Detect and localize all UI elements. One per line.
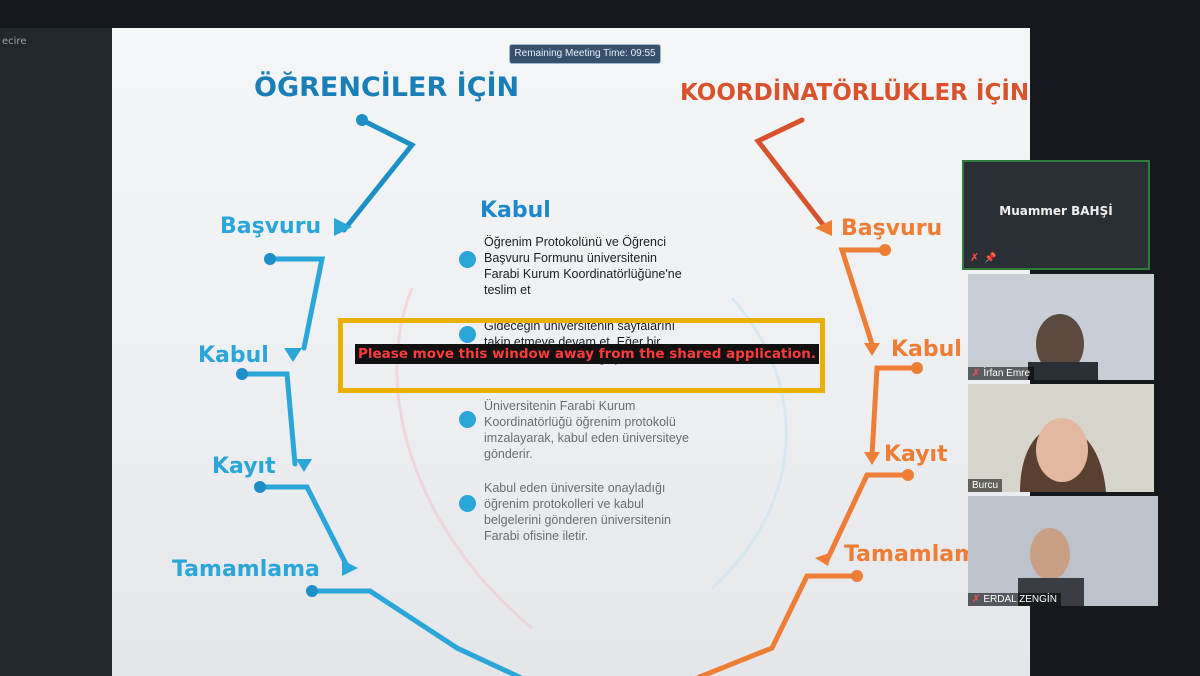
- remaining-time-badge: Remaining Meeting Time: 09:55: [509, 44, 661, 64]
- participant-tile-burcu[interactable]: Burcu: [968, 384, 1154, 492]
- left-screen-area: [0, 28, 112, 676]
- right-stage-kabul: Kabul: [891, 337, 962, 362]
- right-node: [879, 244, 891, 256]
- participant-name: Muammer BAHŞİ: [999, 204, 1113, 218]
- left-arrowhead: [284, 348, 302, 362]
- right-cycle-path: [695, 117, 920, 676]
- mic-muted-icon: ✗: [972, 594, 981, 605]
- participant-name: Burcu: [972, 480, 999, 491]
- participant-video: [968, 384, 1154, 492]
- participant-label: ✗İrfan Emre: [968, 367, 1035, 380]
- right-stage-kayit: Kayıt: [884, 442, 948, 467]
- participant-video: [968, 274, 1154, 380]
- bullet-dot: [459, 251, 476, 268]
- mic-muted-icon: ✗: [972, 368, 981, 379]
- participant-tile-muammer[interactable]: Muammer BAHŞİ ✗ 📌: [962, 160, 1150, 270]
- left-node: [356, 114, 368, 126]
- left-stage-kabul: Kabul: [198, 343, 269, 368]
- corner-text: ecire: [2, 36, 27, 47]
- participant-label: ✗ERDAL ZENGİN: [968, 593, 1061, 606]
- right-arrowhead: [815, 552, 832, 566]
- top-bar: [0, 0, 1200, 28]
- content-title: Kabul: [480, 198, 551, 223]
- participant-tile-erdal[interactable]: ✗ERDAL ZENGİN: [968, 496, 1158, 606]
- participant-name: İrfan Emre: [983, 368, 1031, 379]
- shared-slide: ÖĞRENCİLER İÇİN KOORDİNATÖRLÜKLER İÇİN B…: [112, 28, 1030, 676]
- bullet-dot: [459, 495, 476, 512]
- right-arrowhead: [864, 452, 880, 465]
- bullet-dot: [459, 326, 476, 343]
- right-stage-basvuru: Başvuru: [841, 216, 943, 241]
- right-node: [902, 469, 914, 481]
- participant-tile-irfan[interactable]: ✗İrfan Emre: [968, 274, 1154, 380]
- left-node: [264, 253, 276, 265]
- left-stage-kayit: Kayıt: [212, 454, 276, 479]
- bullet-text-3: Üniversitenin Farabi Kurum Koordinatörlü…: [484, 399, 689, 461]
- left-node: [236, 368, 248, 380]
- left-stage-basvuru: Başvuru: [220, 214, 322, 239]
- mic-muted-icon: ✗: [970, 251, 980, 264]
- bullet-dot: [459, 411, 476, 428]
- right-node: [851, 570, 863, 582]
- participant-name: ERDAL ZENGİN: [983, 594, 1057, 605]
- warning-message: Please move this window away from the sh…: [355, 344, 820, 364]
- warning-box: [338, 318, 825, 393]
- students-heading: ÖĞRENCİLER İÇİN: [254, 72, 520, 103]
- participant-video: [968, 496, 1158, 606]
- left-node: [254, 481, 266, 493]
- pin-icon: 📌: [984, 253, 997, 264]
- left-arrowhead: [334, 218, 352, 236]
- left-node: [306, 585, 318, 597]
- bullet-text-4: Kabul eden üniversite onayladığı öğrenim…: [484, 481, 671, 543]
- right-stage-tamamlama: Tamamlam: [844, 542, 978, 567]
- left-arrowhead: [296, 459, 312, 472]
- left-stage-tamamlama: Tamamlama: [172, 557, 320, 582]
- left-cycle-path: [239, 117, 523, 676]
- participant-label: Burcu: [968, 479, 1003, 492]
- cycle-diagram: [236, 114, 923, 676]
- coordinators-heading: KOORDİNATÖRLÜKLER İÇİN: [680, 80, 1030, 106]
- left-arrowhead: [342, 560, 358, 576]
- right-arrowhead: [864, 343, 880, 356]
- bullet-text-1: Öğrenim Protokolünü ve Öğrenci Başvuru F…: [484, 235, 682, 297]
- right-node: [911, 362, 923, 374]
- right-arrowhead: [815, 220, 832, 236]
